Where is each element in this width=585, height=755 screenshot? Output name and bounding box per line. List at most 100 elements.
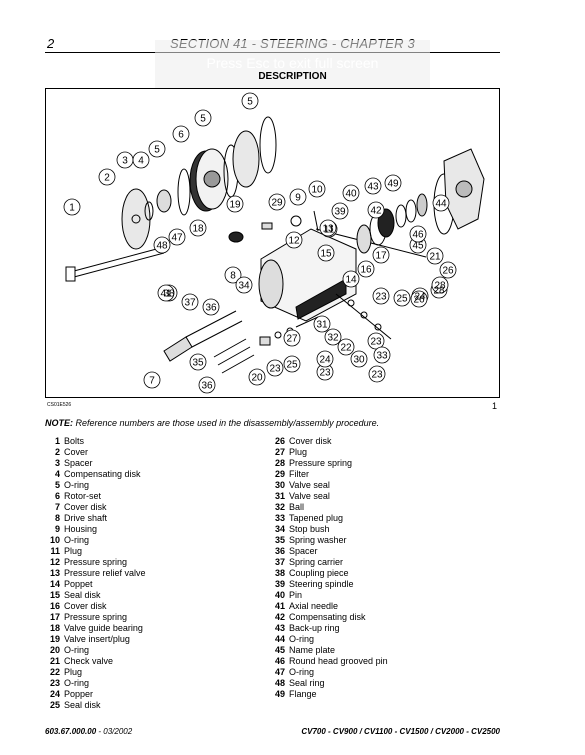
legend-label: Housing: [64, 524, 98, 534]
callout-label: 23: [269, 364, 281, 375]
legend-label: Cover disk: [289, 436, 332, 446]
callout-circle: [324, 328, 342, 346]
legend-number: 29: [274, 469, 285, 479]
legend-label: O-ring: [64, 678, 90, 688]
legend-number: 48: [274, 678, 285, 688]
callout-circle: [372, 287, 390, 305]
callout-circle: [308, 180, 326, 198]
callout-circle: [235, 276, 253, 294]
callout-label: 43: [367, 182, 379, 193]
legend-label: Seal disk: [64, 700, 101, 710]
callout-label: 17: [375, 251, 387, 262]
callout-label: 10: [311, 185, 323, 196]
note-label: NOTE:: [45, 418, 73, 428]
callout-label: 28: [434, 281, 446, 292]
legend-number: 26: [274, 436, 285, 446]
callout-circle: [316, 350, 334, 368]
legend-number: 6: [54, 491, 60, 501]
legend-label: Rotor-set: [64, 491, 102, 501]
callout-label: 21: [429, 252, 441, 263]
legend-number: 40: [274, 590, 285, 600]
legend-label: Spring washer: [289, 535, 347, 545]
legend-number: 30: [274, 480, 285, 490]
legend-number: 7: [54, 502, 60, 512]
footer-models: CV700 - CV900 / CV1100 - CV1500 / CV2000…: [301, 727, 500, 736]
legend-label: Spacer: [289, 546, 318, 556]
legend-number: 38: [274, 568, 285, 578]
callout-circle: [357, 260, 375, 278]
callout-label: 48: [156, 241, 168, 252]
legend-label: Pressure relief valve: [64, 568, 146, 578]
legend-number: 21: [49, 656, 60, 666]
legend-number: 41: [274, 601, 285, 611]
legend-number: 9: [54, 524, 60, 534]
callout-circle: [268, 193, 286, 211]
callout-label: 3: [122, 156, 128, 167]
callout-label: 35: [192, 358, 204, 369]
callout-label: 15: [320, 249, 332, 260]
callout-circle: [364, 177, 382, 195]
callout-circle: [241, 92, 259, 110]
legend-number: 39: [274, 579, 285, 589]
callout-circle: [373, 346, 391, 364]
legend-number: 49: [274, 689, 285, 699]
callout-label: 23: [371, 370, 383, 381]
fullscreen-hint: Press Esc to exit full screen: [206, 55, 379, 71]
legend-number: 24: [49, 689, 60, 699]
callout-label: 8: [230, 271, 236, 282]
legend-label: Valve insert/plug: [64, 634, 130, 644]
legend-label: Valve guide bearing: [64, 623, 143, 633]
callout-circle: [409, 225, 427, 243]
legend-row: 24 Popper: [45, 689, 146, 700]
callout-label: 47: [171, 233, 183, 244]
legend-label: Popper: [64, 689, 94, 699]
legend-label: Drive shaft: [64, 513, 108, 523]
callout-label: 24: [414, 292, 426, 303]
callout-circle: [331, 202, 349, 220]
callout-label: 19: [229, 200, 241, 211]
callout-circle: [337, 338, 355, 356]
callout-label: 39: [334, 207, 346, 218]
callout-circle: [410, 290, 428, 308]
footer-date: - 03/2002: [96, 727, 133, 736]
callout-label: 46: [412, 230, 424, 241]
callout-circle: [98, 168, 116, 186]
legend-label: Pin: [289, 590, 303, 600]
callout-label: 9: [295, 193, 301, 204]
callout-label: 6: [178, 130, 184, 141]
page-number: 2: [47, 36, 55, 51]
callout-label: 36: [201, 381, 213, 392]
callout-circle: [372, 246, 390, 264]
callout-label: 33: [376, 351, 388, 362]
callout-circle: [342, 270, 360, 288]
legend-label: Spring carrier: [289, 557, 344, 567]
legend-number: 3: [54, 458, 60, 468]
legend-number: 34: [274, 524, 285, 534]
legend-row: 40 Pin: [270, 590, 388, 601]
legend-number: 37: [274, 557, 285, 567]
legend-label: Filter: [289, 469, 309, 479]
callout-label: 45: [412, 241, 424, 252]
callout-label: 44: [435, 199, 447, 210]
legend-label: Cover: [64, 447, 89, 457]
callout-label: 5: [154, 145, 160, 156]
